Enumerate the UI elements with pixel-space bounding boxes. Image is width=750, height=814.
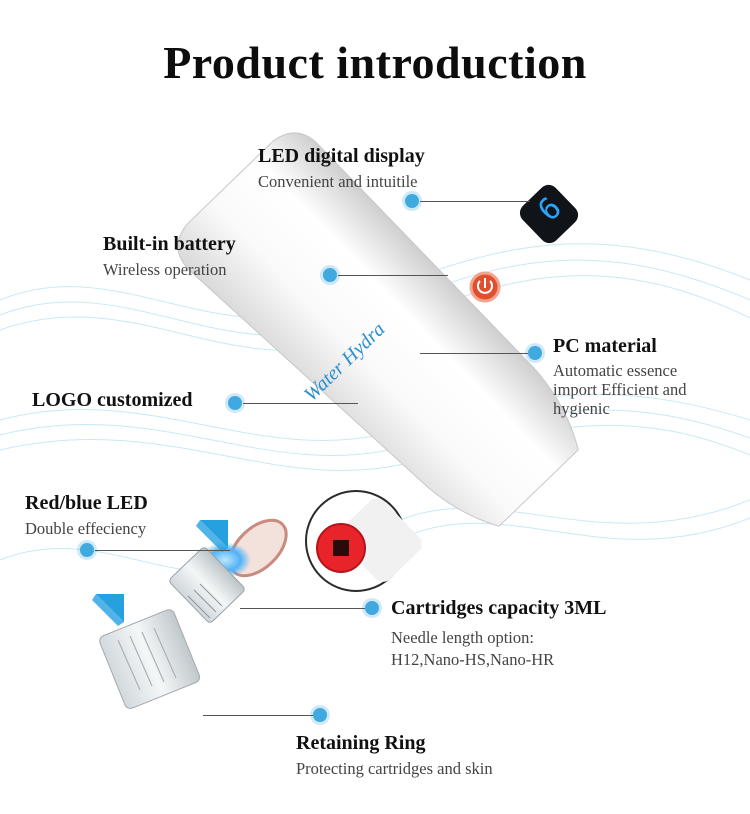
callout-battery-desc: Wireless operation xyxy=(103,260,227,279)
retaining-ring-cap xyxy=(99,609,201,709)
callout-cartridges-label: Cartridges capacity 3ML xyxy=(391,597,607,619)
device-body xyxy=(177,132,579,527)
callout-cartridges-desc-1: Needle length option: xyxy=(391,628,534,647)
callout-line xyxy=(420,201,530,202)
callout-dot xyxy=(528,346,542,360)
callout-pc-material-label: PC material xyxy=(553,335,657,357)
callout-pc-material-desc-1: Automatic essence xyxy=(553,361,678,380)
callout-line xyxy=(243,403,358,404)
callout-dot xyxy=(365,601,379,615)
callout-line xyxy=(240,608,365,609)
callout-pc-material-desc-3: hygienic xyxy=(553,399,610,418)
callout-logo-label: LOGO customized xyxy=(32,389,193,411)
callout-dot xyxy=(405,194,419,208)
callout-retaining-ring-desc: Protecting cartridges and skin xyxy=(296,759,493,778)
callout-led-display-label: LED digital display xyxy=(258,145,425,167)
callout-battery-label: Built-in battery xyxy=(103,233,236,255)
arrow-up-right-icon-2 xyxy=(92,594,124,626)
page-title: Product introduction xyxy=(163,37,587,88)
arrow-up-right-icon-1 xyxy=(196,520,228,552)
callout-dot xyxy=(323,268,337,282)
callout-line xyxy=(95,550,230,551)
callout-led-light-desc: Double effeciency xyxy=(25,519,147,538)
callout-line xyxy=(420,353,528,354)
callout-dot xyxy=(313,708,327,722)
callout-line xyxy=(338,275,448,276)
callout-dot xyxy=(228,396,242,410)
zoom-inset xyxy=(305,490,422,592)
callout-pc-material-desc-2: import Efficient and xyxy=(553,380,687,399)
callout-line xyxy=(203,715,313,716)
cartridge xyxy=(169,547,245,623)
callout-dot xyxy=(80,543,94,557)
led-display xyxy=(519,184,579,244)
callout-led-light-label: Red/blue LED xyxy=(25,492,148,514)
callout-retaining-ring-label: Retaining Ring xyxy=(296,732,426,754)
callout-led-display-desc: Convenient and intuitile xyxy=(258,172,418,191)
callout-cartridges-desc-2: H12,Nano-HS,Nano-HR xyxy=(391,650,555,669)
